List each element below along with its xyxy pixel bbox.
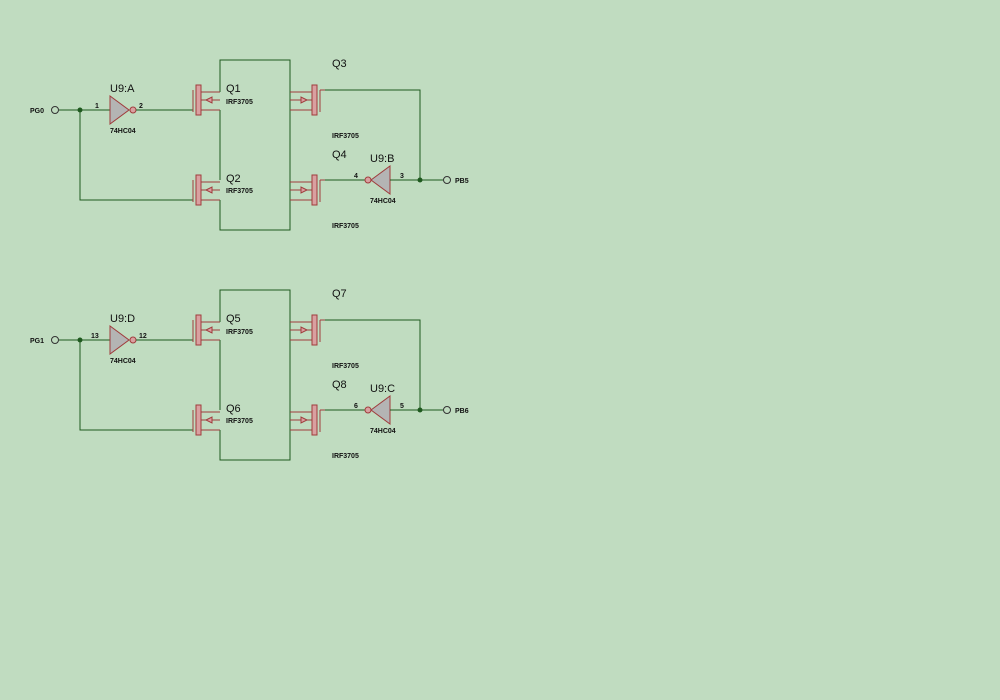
mosfet-ref: Q3 [332, 58, 347, 70]
mosfet-part: IRF3705 [332, 223, 359, 230]
inverter-part: 74HC04 [370, 428, 396, 435]
pin-number: 13 [91, 333, 99, 340]
mosfet[interactable] [192, 84, 220, 116]
mosfet-part: IRF3705 [332, 133, 359, 140]
wire [325, 319, 421, 410]
mosfet-ref: Q6 [226, 403, 241, 415]
inverter-icon[interactable] [109, 95, 130, 125]
mosfet-part: IRF3705 [226, 99, 253, 106]
inverter-bubble [364, 406, 372, 414]
pin-number: 3 [400, 173, 404, 180]
mosfet-arrow-icon [204, 96, 213, 104]
mosfet-body [311, 404, 318, 436]
inverter-bubble [364, 176, 372, 184]
mosfet-arrow-icon [204, 326, 213, 334]
inverter-ref: U9:C [370, 383, 395, 395]
wire [219, 59, 291, 231]
mosfet-arrow-icon [204, 186, 213, 194]
input-terminal-label: PG0 [30, 108, 44, 115]
mosfet-arrow-icon [300, 416, 309, 424]
pin-number: 2 [139, 103, 143, 110]
junction-dot [417, 407, 423, 413]
junction-dot [417, 177, 423, 183]
output-terminal-icon[interactable] [443, 406, 451, 414]
mosfet-part: IRF3705 [226, 329, 253, 336]
mosfet-part: IRF3705 [226, 188, 253, 195]
mosfet-ref: Q2 [226, 173, 241, 185]
mosfet[interactable] [290, 84, 321, 116]
mosfet-arrow-icon [300, 186, 309, 194]
mosfet[interactable] [290, 404, 321, 436]
inverter-part: 74HC04 [110, 358, 136, 365]
mosfet-part: IRF3705 [226, 418, 253, 425]
input-terminal-icon[interactable] [51, 336, 59, 344]
output-terminal-icon[interactable] [443, 176, 451, 184]
wire [79, 110, 193, 201]
inverter-part: 74HC04 [370, 198, 396, 205]
input-terminal-icon[interactable] [51, 106, 59, 114]
mosfet-body [311, 314, 318, 346]
mosfet-arrow-icon [300, 326, 309, 334]
inverter-bubble [129, 336, 137, 344]
mosfet[interactable] [192, 404, 220, 436]
mosfet-ref: Q7 [332, 288, 347, 300]
mosfet-body [195, 314, 202, 346]
pin-number: 6 [354, 403, 358, 410]
mosfet-body [195, 404, 202, 436]
mosfet-body [311, 84, 318, 116]
wire [219, 289, 291, 461]
inverter-ref: U9:D [110, 313, 135, 325]
inverter-ref: U9:A [110, 83, 135, 95]
mosfet[interactable] [290, 174, 321, 206]
mosfet[interactable] [192, 314, 220, 346]
inverter-part: 74HC04 [110, 128, 136, 135]
inverter-bubble [129, 106, 137, 114]
pin-number: 12 [139, 333, 147, 340]
inverter-icon[interactable] [370, 165, 391, 195]
mosfet-ref: Q4 [332, 149, 347, 161]
mosfet[interactable] [290, 314, 321, 346]
inverter-ref: U9:B [370, 153, 394, 165]
mosfet-arrow-icon [300, 96, 309, 104]
mosfet-ref: Q5 [226, 313, 241, 325]
output-terminal-label: PB6 [455, 408, 469, 415]
inverter-icon[interactable] [370, 395, 391, 425]
mosfet-body [195, 84, 202, 116]
mosfet-ref: Q1 [226, 83, 241, 95]
mosfet-arrow-icon [204, 416, 213, 424]
inverter-icon[interactable] [109, 325, 130, 355]
pin-number: 4 [354, 173, 358, 180]
mosfet[interactable] [192, 174, 220, 206]
mosfet-ref: Q8 [332, 379, 347, 391]
mosfet-body [311, 174, 318, 206]
output-terminal-label: PB5 [455, 178, 469, 185]
mosfet-part: IRF3705 [332, 453, 359, 460]
wire [79, 340, 193, 431]
mosfet-body [195, 174, 202, 206]
input-terminal-label: PG1 [30, 338, 44, 345]
mosfet-part: IRF3705 [332, 363, 359, 370]
pin-number: 5 [400, 403, 404, 410]
wire [325, 89, 421, 180]
pin-number: 1 [95, 103, 99, 110]
